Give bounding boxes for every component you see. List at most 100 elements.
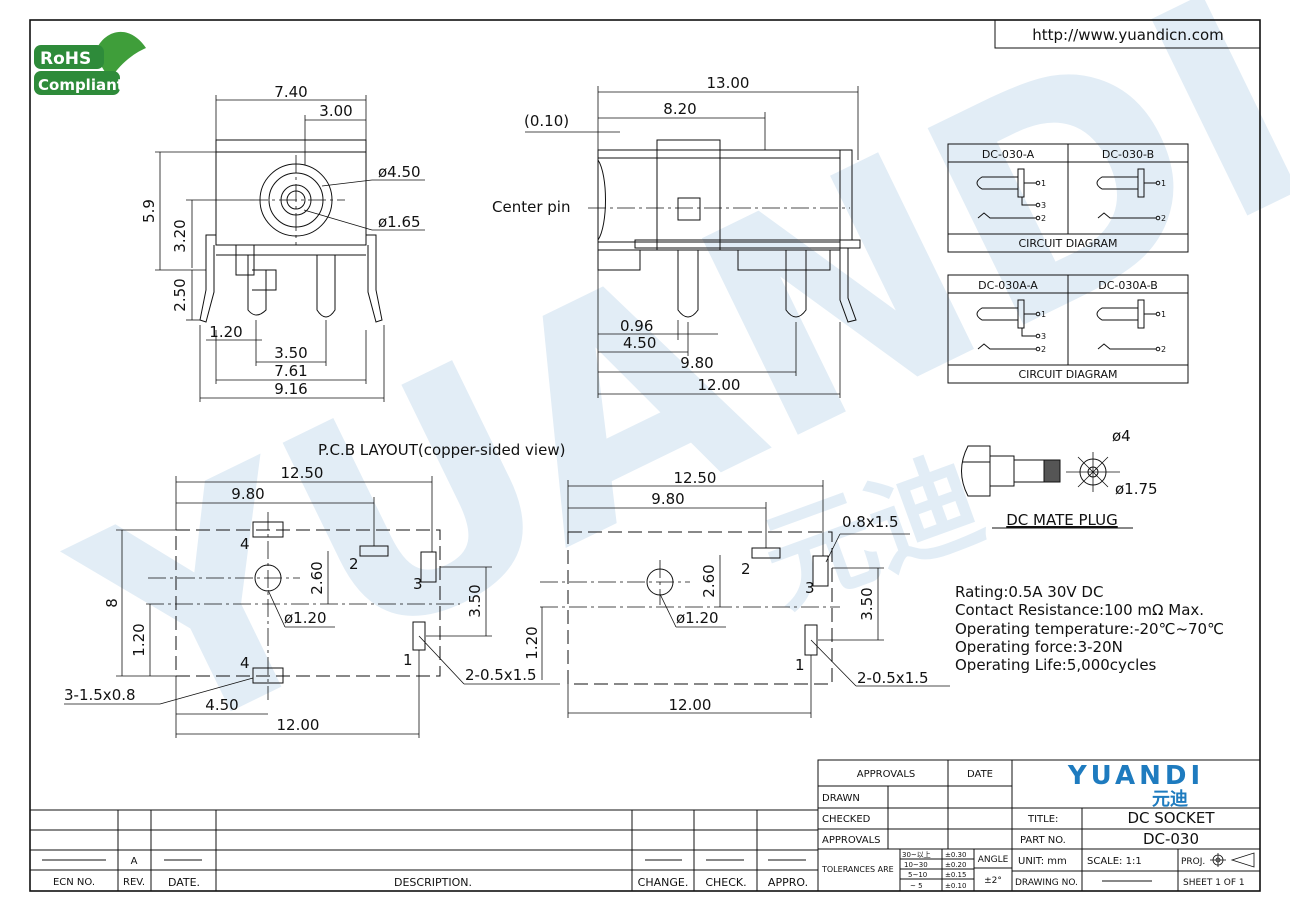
rev-header-description: DESCRIPTION. bbox=[394, 876, 472, 889]
tb-angle-val: ±2° bbox=[984, 876, 1002, 886]
dim-2-50: 2.50 bbox=[171, 278, 189, 311]
pin-label-3r: 3 bbox=[805, 579, 815, 597]
dim-5-9: 5.9 bbox=[140, 199, 158, 223]
dim-3-50: 3.50 bbox=[274, 344, 307, 362]
pin-1: 1 bbox=[1161, 310, 1166, 319]
tol-range-2: 10~30 bbox=[904, 861, 928, 869]
pin-label-1r: 1 bbox=[795, 656, 805, 674]
tb-checked: CHECKED bbox=[822, 814, 871, 825]
tol-range-3: 5~10 bbox=[908, 871, 927, 879]
plug-dia-4: ø4 bbox=[1112, 427, 1131, 445]
rev-header-date: DATE. bbox=[168, 876, 200, 889]
tb-approvals: APPROVALS bbox=[857, 769, 916, 780]
rohs-logo: RoHS Compliant bbox=[34, 31, 146, 95]
dim-0-10: (0.10) bbox=[524, 112, 569, 130]
spec-temperature: Operating temperature:-20℃~70℃ bbox=[955, 620, 1224, 638]
dim-4-50: 4.50 bbox=[623, 334, 656, 352]
tol-value-3: ±0.15 bbox=[945, 871, 966, 879]
revision-block: A ECN NO. REV. DATE. DESCRIPTION. CHANGE… bbox=[30, 809, 818, 891]
pin-2: 2 bbox=[1161, 214, 1166, 223]
pcb-hole bbox=[254, 564, 282, 592]
circuit-caption2: CIRCUIT DIAGRAM bbox=[1019, 368, 1118, 381]
projection-icon bbox=[1210, 852, 1255, 868]
tb-tolerances: TOLERANCES ARE bbox=[821, 865, 894, 874]
rohs-badge bbox=[34, 45, 104, 69]
watermark-text: YUANDI bbox=[32, 0, 1290, 812]
side-view: Center pin 13.00 8.20 (0.10) 0.96 4.50 9… bbox=[492, 74, 861, 398]
pad-3-r bbox=[812, 555, 829, 587]
tb-unit: UNIT: mm bbox=[1018, 856, 1067, 867]
spec-force: Operating force:3-20N bbox=[955, 638, 1123, 656]
dim-12-00: 12.00 bbox=[698, 376, 741, 394]
rohs-text: RoHS bbox=[40, 49, 91, 69]
rev-header-appro: APPRO. bbox=[768, 876, 808, 889]
pcb-dim-4-50: 4.50 bbox=[205, 696, 238, 714]
tol-range-1: 30~以上 bbox=[902, 850, 931, 859]
circuit-label-a: DC-030-A bbox=[982, 148, 1035, 161]
pcb-pin-note: 2-0.5x1.5 bbox=[465, 666, 537, 684]
dim-3-20: 3.20 bbox=[171, 219, 189, 252]
rev-header-rev: REV. bbox=[123, 877, 145, 888]
pin-label-4: 4 bbox=[240, 535, 250, 553]
pcb-r-pin-note: 2-0.5x1.5 bbox=[857, 669, 929, 687]
circuit-diagram-bottom: DC-030A-A DC-030A-B CIRCUIT DIAGRAM 1 3 … bbox=[947, 274, 1189, 384]
pad-3 bbox=[420, 551, 437, 583]
tb-sheet: SHEET 1 OF 1 bbox=[1183, 878, 1245, 888]
tb-logo-cn: 元迪 bbox=[1152, 789, 1188, 810]
spec-life: Operating Life:5,000cycles bbox=[955, 656, 1157, 674]
spec-resistance: Contact Resistance:100 mΩ Max. bbox=[955, 601, 1204, 619]
pin-label-2r: 2 bbox=[741, 560, 751, 578]
pcb-dim-2-60: 2.60 bbox=[308, 561, 326, 594]
dim-9-16: 9.16 bbox=[274, 380, 307, 398]
tb-drawn: DRAWN bbox=[822, 793, 860, 804]
rev-value: A bbox=[131, 856, 138, 867]
pin-label-4b: 4 bbox=[240, 654, 250, 672]
pcb-r-dim-12-00: 12.00 bbox=[669, 696, 712, 714]
pin-1: 1 bbox=[1041, 310, 1046, 319]
center-pin-label: Center pin bbox=[492, 198, 570, 216]
front-body bbox=[215, 139, 367, 246]
dia-1-65: ø1.65 bbox=[378, 213, 421, 231]
pcb-r-dim-3-50: 3.50 bbox=[858, 587, 876, 620]
title-block: APPROVALS DATE DRAWN CHECKED APPROVALS T… bbox=[817, 759, 1261, 892]
tb-title-value: DC SOCKET bbox=[1127, 809, 1215, 827]
tb-angle: ANGLE bbox=[978, 855, 1009, 865]
sheet-border bbox=[29, 19, 1261, 892]
tol-value-4: ±0.10 bbox=[945, 882, 966, 890]
tb-approvals2: APPROVALS bbox=[822, 835, 881, 846]
pin-3: 3 bbox=[1041, 201, 1046, 210]
dim-1-20: 1.20 bbox=[209, 323, 242, 341]
pcb-r-hole-dia: ø1.20 bbox=[676, 609, 719, 627]
tol-value-2: ±0.20 bbox=[945, 861, 966, 869]
circuit-label-b2: DC-030A-B bbox=[1098, 279, 1158, 292]
rev-header-check: CHECK. bbox=[705, 876, 746, 889]
dim-0-96: 0.96 bbox=[620, 317, 653, 335]
pin-2: 2 bbox=[1041, 214, 1046, 223]
dim-9-80: 9.80 bbox=[680, 354, 713, 372]
circuit-label-b: DC-030-B bbox=[1102, 148, 1154, 161]
pin-1: 1 bbox=[1041, 179, 1046, 188]
pcb-dim-9-80: 9.80 bbox=[231, 485, 264, 503]
url-text: http://www.yuandicn.com bbox=[1032, 26, 1223, 44]
rev-header-ecn: ECN NO. bbox=[53, 877, 95, 888]
tb-part-value: DC-030 bbox=[1143, 830, 1199, 848]
pcb-r-dim-2-60: 2.60 bbox=[700, 564, 718, 597]
circuit-diagram-top: DC-030-A DC-030-B CIRCUIT DIAGRAM 1 3 2 … bbox=[947, 143, 1189, 253]
pcb-dim-8: 8 bbox=[103, 598, 121, 608]
pcb-dim-3-50: 3.50 bbox=[466, 584, 484, 617]
pcb-right: 2 3 1 12.50 9.80 2.60 1.20 3.50 12.00 ø1… bbox=[523, 469, 950, 718]
dim-7-40: 7.40 bbox=[274, 83, 307, 101]
pcb-left: 4 2 3 4 1 12.50 9.80 8 2.60 1.20 3.50 4.… bbox=[64, 464, 560, 738]
dim-8-20: 8.20 bbox=[663, 100, 696, 118]
pin-label-2: 2 bbox=[349, 555, 359, 573]
pad-4-bottom bbox=[252, 667, 284, 684]
tol-value-1: ±0.30 bbox=[945, 851, 966, 859]
pcb-dim-12-50: 12.50 bbox=[281, 464, 324, 482]
pcb-r-dim-12-50: 12.50 bbox=[674, 469, 717, 487]
pin-2: 2 bbox=[1161, 345, 1166, 354]
front-view: 7.40 3.00 5.9 3.20 2.50 1.20 3.50 7.61 9… bbox=[140, 83, 425, 402]
compliant-text: Compliant bbox=[38, 76, 124, 94]
pcb-r-dim-1-20: 1.20 bbox=[523, 626, 541, 659]
dim-13-00: 13.00 bbox=[707, 74, 750, 92]
